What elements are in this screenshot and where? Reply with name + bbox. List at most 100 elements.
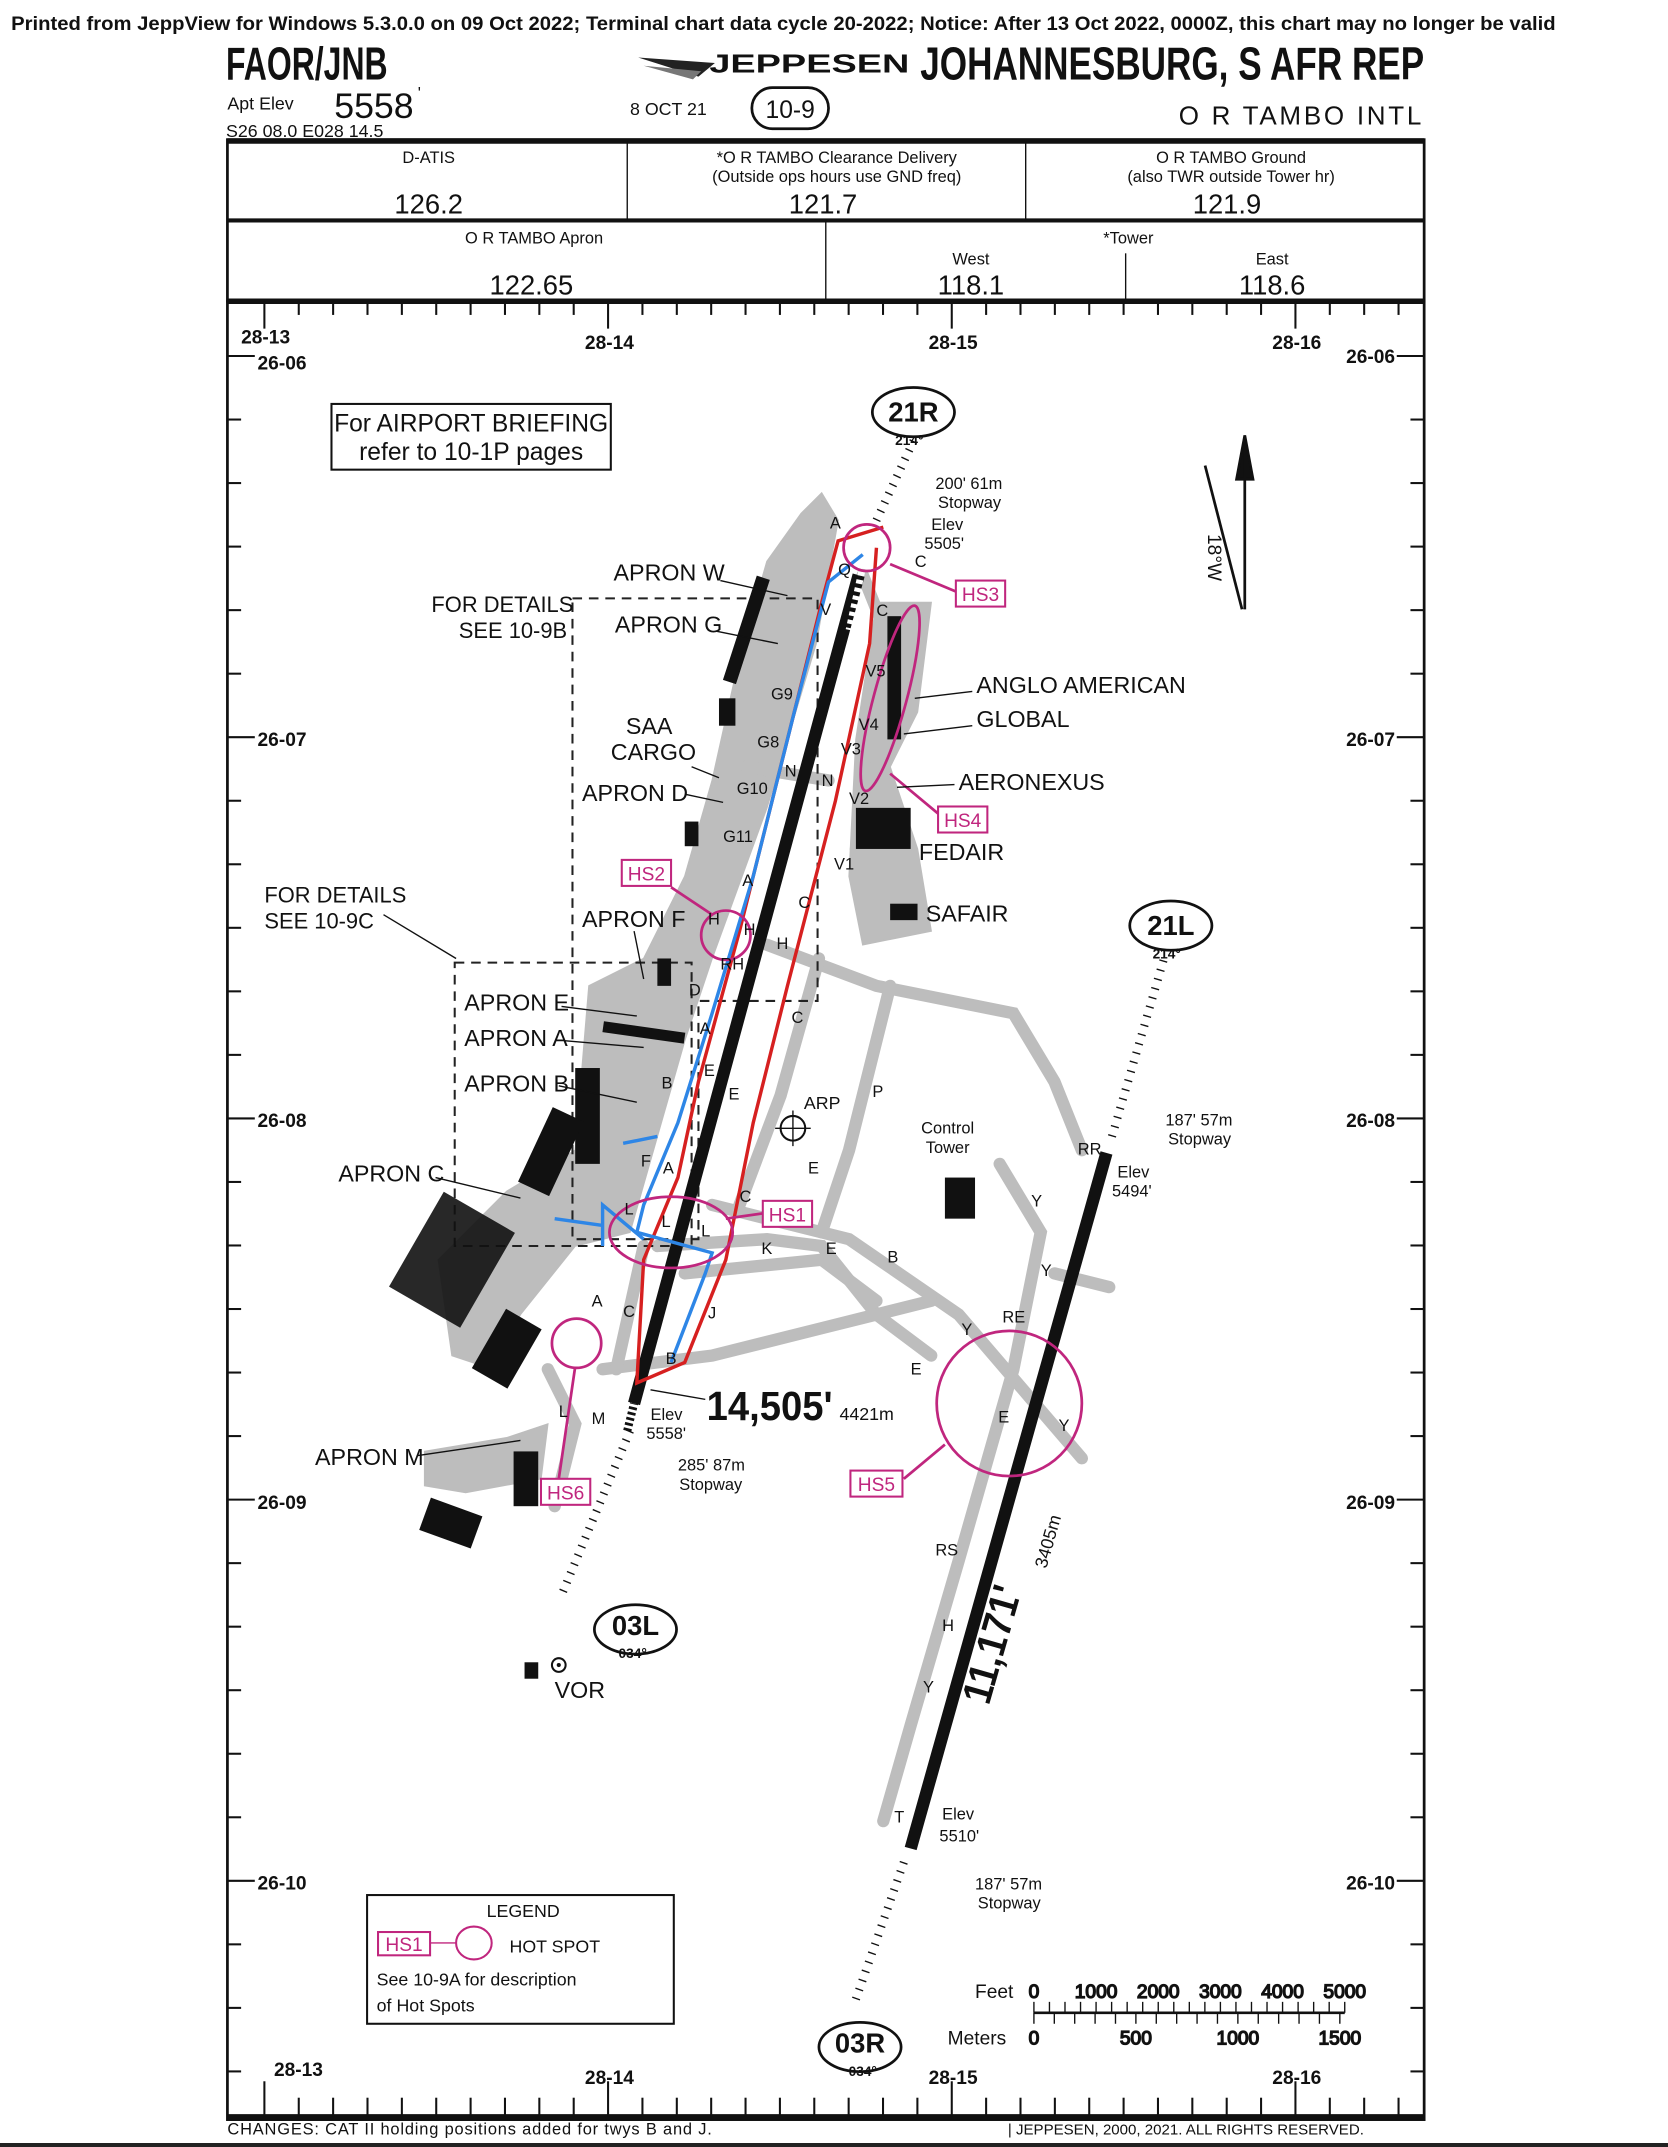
tower-east-freq[interactable]: 118.6 <box>1239 269 1305 300</box>
hotspot-tag-hs4[interactable]: HS4 <box>937 805 989 834</box>
operator-labels: ANGLO AMERICAN GLOBAL AERONEXUS FEDAIR S… <box>896 672 1186 927</box>
operator-label: SAFAIR <box>926 901 1009 927</box>
hotspot-tag-hs3[interactable]: HS3 <box>954 579 1007 608</box>
taxiway-label: G8 <box>757 734 779 752</box>
apron-label: O R TAMBO Apron <box>465 230 603 248</box>
taxiway-label: Y <box>923 1678 934 1696</box>
meters-label: Meters <box>948 2028 1007 2049</box>
meters-value: 0 <box>1029 2028 1040 2049</box>
jeppesen-logo: JEPPESEN <box>638 49 909 80</box>
taxiway-label: G9 <box>771 686 793 704</box>
changes-note: CHANGES: CAT II holding positions added … <box>227 2121 712 2139</box>
clearance-label: *O R TAMBO Clearance Delivery <box>717 149 958 167</box>
details-10-9c[interactable]: FOR DETAILS <box>264 882 406 907</box>
hotspot-label: HS1 <box>769 1205 806 1226</box>
note: Elev <box>651 1406 684 1424</box>
taxiway-label: A <box>663 1159 674 1177</box>
tower-west-freq[interactable]: 118.1 <box>938 269 1004 300</box>
runway-21l-ident: 21L 214° <box>1128 899 1214 961</box>
lat-label: 26-07 <box>1346 730 1395 751</box>
apron-freq[interactable]: 122.65 <box>490 269 574 300</box>
lat-label: 26-08 <box>258 1111 307 1132</box>
hotspot-tag-hs6[interactable]: HS6 <box>539 1477 592 1506</box>
note: Elev <box>931 516 964 534</box>
chart-number-oval <box>750 86 830 131</box>
note: 187' 57m <box>1165 1112 1232 1130</box>
ground-freq[interactable]: 121.9 <box>1193 189 1262 220</box>
hotspot-tag-hs2[interactable]: HS2 <box>620 858 673 887</box>
note: 5510' <box>939 1828 979 1846</box>
runway-03l-21r <box>557 436 919 1597</box>
runway-label: 21L <box>1147 910 1194 941</box>
bottom-edge <box>0 2143 1668 2147</box>
hotspot-tags: HS3 HS4 HS2 HS1 HS5 HS6 <box>539 579 1007 1506</box>
taxiway-label: Y <box>1031 1192 1042 1210</box>
operator-label: ANGLO AMERICAN <box>976 672 1185 698</box>
legend-hotspot-label: HOT SPOT <box>509 1937 600 1957</box>
taxiway-label: L <box>661 1213 670 1231</box>
details-10-9b[interactable]: SEE 10-9B <box>459 618 567 643</box>
north-arrow: 18°W <box>1203 435 1255 610</box>
feet-value: 2000 <box>1137 1982 1180 2003</box>
lat-label: 26-09 <box>1346 1493 1395 1514</box>
west-apron-area <box>437 491 839 1371</box>
hotspot-label: HS5 <box>858 1475 895 1496</box>
taxiway-label: V4 <box>859 716 879 734</box>
apron-m-label: APRON M <box>315 1444 424 1470</box>
vor-label: VOR <box>555 1677 605 1703</box>
lat-label: 26-06 <box>1346 347 1395 368</box>
runway-03r-21l <box>852 957 1168 2001</box>
taxiway-label: V5 <box>865 662 885 680</box>
details-10-9c[interactable]: SEE 10-9C <box>264 908 374 933</box>
taxiway-label: RR <box>1078 1140 1102 1158</box>
taxiway-label: G11 <box>723 828 753 846</box>
taxiway-label: A <box>830 515 841 533</box>
taxiway-label: H <box>776 935 788 953</box>
apt-elev-label: Apt Elev <box>227 94 293 114</box>
hotspot-tag-hs1[interactable]: HS1 <box>761 1199 814 1228</box>
runway-heading: 214° <box>895 433 923 448</box>
note: 5494' <box>1112 1183 1152 1201</box>
runway-heading: 034° <box>849 2064 877 2079</box>
taxiway-label: Q <box>838 561 851 579</box>
feet-value: 5000 <box>1323 1982 1366 2003</box>
clearance-note: (Outside ops hours use GND freq) <box>712 168 961 186</box>
taxiway-label: L <box>701 1222 710 1240</box>
clearance-freq[interactable]: 121.7 <box>789 189 858 220</box>
details-10-9b[interactable]: FOR DETAILS <box>431 592 573 617</box>
taxiway-label: RE <box>1002 1309 1025 1327</box>
taxiway-label: RH <box>720 955 744 973</box>
note: 200' 61m <box>935 475 1002 493</box>
taxiway-label: G10 <box>737 780 768 798</box>
atis-freq[interactable]: 126.2 <box>394 189 463 220</box>
runway-heading: 214° <box>1153 946 1181 961</box>
city-name: JOHANNESBURG, S AFR REP <box>920 37 1424 89</box>
lon-label: 28-15 <box>929 333 978 354</box>
lon-label: 28-13 <box>274 2060 323 2081</box>
taxiway-label: K <box>761 1240 772 1258</box>
runway-label: 03L <box>612 1610 659 1641</box>
lon-label: 28-16 <box>1272 333 1321 354</box>
feet-label: Feet <box>975 1982 1014 2003</box>
lat-label: 26-06 <box>258 354 307 375</box>
apt-elev-unit: ' <box>418 85 421 103</box>
taxiway-label: RS <box>935 1541 958 1559</box>
taxiway-label: V2 <box>849 790 869 808</box>
hotspot-label: HS4 <box>944 811 982 832</box>
lon-label: 28-15 <box>929 2068 978 2089</box>
chart-header: FAOR/JNB Apt Elev 5558 ' S26 08.0 E028 1… <box>226 37 1424 141</box>
runway-east-length-m: 3405m <box>1031 1512 1065 1570</box>
hotspot-label: HS3 <box>962 585 999 606</box>
hotspot-tag-hs5[interactable]: HS5 <box>849 1469 904 1498</box>
taxiway-label: C <box>740 1188 752 1206</box>
apron-b-label: APRON B <box>464 1070 569 1096</box>
legend-title: LEGEND <box>487 1901 560 1921</box>
hotspot-circle-hs1 <box>608 1195 735 1270</box>
grid-labels: 26-06 26-06 26-07 26-07 26-08 26-08 26-0… <box>241 328 1395 2089</box>
magnetic-variation: 18°W <box>1203 534 1224 582</box>
chart-date: 8 OCT 21 <box>630 99 707 119</box>
arp-label: ARP <box>804 1093 841 1113</box>
hotspot-circle-hs4 <box>859 604 921 793</box>
